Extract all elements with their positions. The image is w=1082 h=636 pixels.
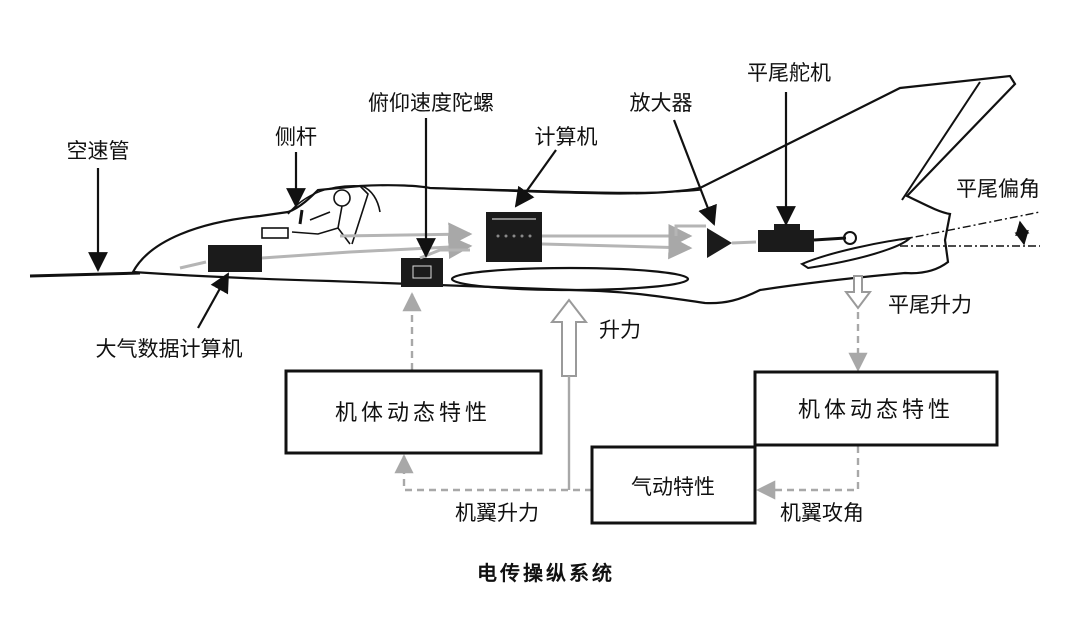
feedback-paths <box>394 292 868 500</box>
air-data-computer-block <box>208 245 262 272</box>
label-pointers <box>88 92 796 329</box>
diagram-caption: 电传操纵系统 <box>477 561 615 585</box>
pitot-probe <box>29 271 141 278</box>
pointer-amplifier <box>672 119 717 226</box>
air-data-computer-label: 大气数据计算机 <box>96 337 243 361</box>
wing-aoa-label: 机翼攻角 <box>780 501 864 525</box>
pilot-figure <box>261 185 369 245</box>
pointer-air-data <box>197 272 229 329</box>
aero-box <box>590 445 757 525</box>
right-dynamics-label: 机体动态特性 <box>798 398 954 423</box>
pitch-gyro-window <box>412 265 432 279</box>
amplifier-label: 放大器 <box>630 91 693 115</box>
amplifier-triangle <box>707 228 732 258</box>
signal-paths <box>179 222 757 270</box>
horizontal-tail <box>799 236 913 270</box>
wing <box>450 266 690 292</box>
side-stick-label: 侧杆 <box>275 125 317 149</box>
pitch-gyro-label: 俯仰速度陀螺 <box>368 91 494 115</box>
lift-label: 升力 <box>599 318 641 342</box>
pointer-computer <box>514 149 557 208</box>
pitot-tube-label: 空速管 <box>67 139 130 163</box>
tail-deflection-label: 平尾偏角 <box>956 177 1040 201</box>
lift-arrow <box>549 298 589 377</box>
computer-panel-dots <box>492 218 536 238</box>
pitch-gyro-block <box>401 258 443 287</box>
wing-lift-label: 机翼升力 <box>455 501 539 525</box>
fuselage-upper-line <box>429 187 701 194</box>
tail-actuator-block <box>758 224 857 252</box>
tail-lift-arrow <box>844 275 872 310</box>
tail-actuator-label: 平尾舵机 <box>747 61 831 85</box>
tail-deflection-angle <box>899 211 1041 247</box>
left-dynamics-label: 机体动态特性 <box>335 401 491 426</box>
vertical-fin-edge <box>901 81 981 201</box>
tail-lift-label: 平尾升力 <box>888 293 972 317</box>
aero-label: 气动特性 <box>631 475 715 499</box>
left-dynamics-box <box>284 369 543 455</box>
computer-label: 计算机 <box>535 125 598 149</box>
aircraft <box>29 74 1017 305</box>
right-dynamics-box <box>753 370 999 447</box>
side-stick <box>298 209 304 225</box>
